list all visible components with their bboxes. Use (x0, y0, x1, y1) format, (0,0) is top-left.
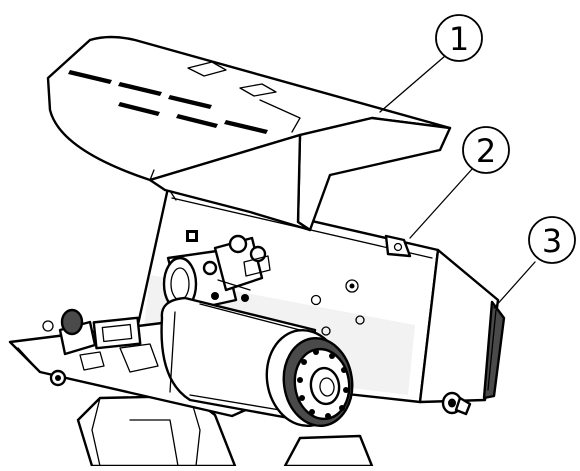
front-window (418, 248, 506, 416)
callout-2: 2 (462, 126, 510, 174)
sunshield-cover (46, 35, 452, 232)
ir-leds (297, 349, 349, 419)
window-screw (441, 391, 472, 416)
callout-2-label: 2 (476, 132, 496, 170)
callout-1: 1 (435, 14, 483, 62)
callout-3-label: 3 (542, 222, 562, 260)
callout-3: 3 (528, 216, 576, 264)
callout-1-label: 1 (449, 20, 469, 58)
callout-leaders (379, 55, 536, 309)
camera-unit (160, 234, 354, 428)
cover-vents (68, 70, 268, 134)
